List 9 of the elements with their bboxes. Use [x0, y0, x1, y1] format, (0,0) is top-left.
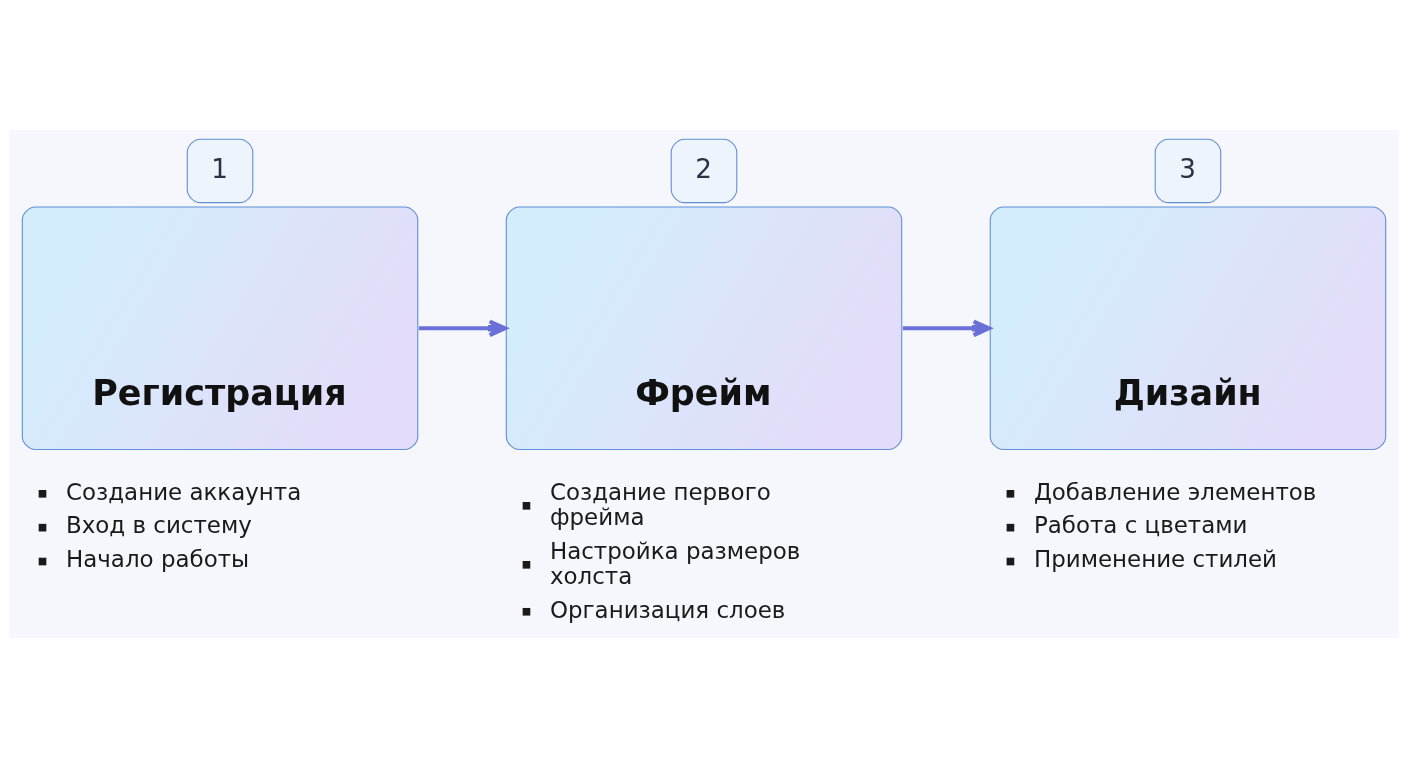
node-label: Работа с цветами [1033, 512, 1248, 539]
node-label: Создание аккаунта [66, 478, 302, 505]
node-label: Вход в систему [66, 512, 252, 539]
arrow [902, 319, 992, 338]
node-label: Настройка размеров холста [549, 537, 801, 589]
node-label: Добавление элементов [1033, 478, 1317, 505]
arrow [418, 319, 508, 338]
node-label: Организация слоев [549, 596, 786, 623]
node-label: Создание первого фрейма [549, 478, 771, 530]
